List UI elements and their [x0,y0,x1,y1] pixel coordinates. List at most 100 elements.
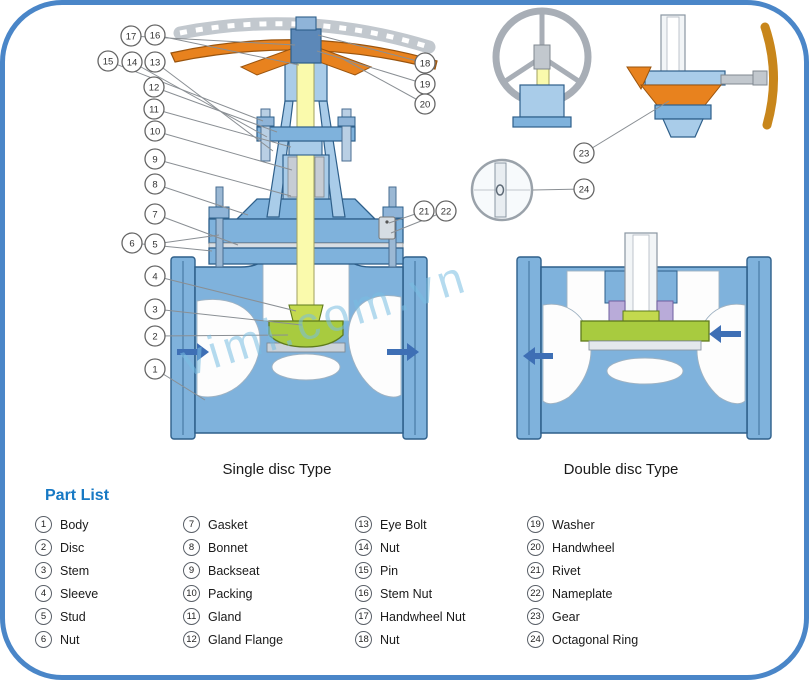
callout-circle [121,51,143,73]
callout-circle [413,200,435,222]
callout-circle [121,232,143,254]
side-hub [752,70,768,86]
callout-circle [414,52,436,74]
callout-circle [435,200,457,222]
leader-line [153,86,278,133]
flange-edge [494,162,507,218]
part-list-item: 22 Nameplate [527,582,787,605]
part-number-badge: 18 [355,631,372,648]
part-number-badge: 7 [183,516,200,533]
part-number-badge: 22 [527,585,544,602]
packing [314,156,325,198]
eye-bolt [260,108,271,162]
outlet-passage [347,295,402,398]
stud-nut [208,206,230,219]
gear-housing [644,70,726,86]
callout-circle [144,233,166,255]
callout-circle [414,93,436,115]
gland-flange [256,126,356,142]
leader-line [342,58,426,105]
stud-nut [382,206,404,219]
guide-wall [656,270,678,304]
callout-number: 15 [103,56,114,67]
caption-single-disc: Single disc Type [222,461,332,478]
eye-bolt-nut [337,116,356,127]
part-number-badge: 5 [35,608,52,625]
sleeve [288,304,324,322]
callout-number: 24 [579,184,590,195]
part-list-item: 13 Eye Bolt [355,513,527,536]
stem-column-core [632,234,650,322]
double-disc-valve-drawing [516,232,772,440]
callout-circle [573,142,595,164]
inlet-passage [196,299,261,398]
callout-number: 18 [420,58,431,69]
callout-number: 11 [149,104,159,115]
callout-circle [144,358,166,380]
callout-circle [144,325,166,347]
flow-arrow [177,343,209,361]
rivet [385,220,389,224]
handwheel-front-drawing [492,7,592,128]
part-label: Rivet [552,563,581,578]
callout-number: 8 [152,179,157,190]
part-label: Stem [60,563,90,578]
part-label: Octagonal Ring [552,632,639,647]
part-list-item: 24 Octagonal Ring [527,628,787,651]
part-label: Gland Flange [208,632,284,647]
part-number-badge: 15 [355,562,372,579]
part-list-item: 21 Rivet [527,559,787,582]
gear [626,66,652,91]
part-label: Bonnet [208,540,248,555]
hub [533,44,551,70]
callout-number: 17 [126,31,137,42]
part-number-badge: 24 [527,631,544,648]
part-number-badge: 21 [527,562,544,579]
nameplate [378,216,396,240]
part-label: Stem Nut [380,586,433,601]
guide-wall [604,270,626,304]
bonnet-section [654,104,712,120]
disc-holder [622,310,660,322]
part-number-badge: 19 [527,516,544,533]
eye-bolt [341,108,352,162]
callout-number: 21 [419,206,430,217]
part-label: Eye Bolt [380,517,427,532]
part-number-badge: 13 [355,516,372,533]
handwheel-nut [295,16,317,31]
callout-circle [144,24,166,46]
part-label: Nameplate [552,586,613,601]
octagonal-ring [495,184,505,196]
part-label: Backseat [208,563,260,578]
gland [288,140,323,156]
callout-number: 9 [152,154,157,165]
leader-line [154,275,297,312]
gear [639,84,723,106]
leader-line [154,334,289,337]
flow-arrow [523,347,553,365]
callout-circle [144,120,166,142]
leader-line [154,234,220,245]
part-number-badge: 10 [183,585,200,602]
part-label: Sleeve [60,586,99,601]
part-number-badge: 1 [35,516,52,533]
callout-number: 6 [129,238,134,249]
callout-number: 19 [420,79,431,90]
stem-column-core [666,16,680,72]
flange-section [512,116,572,128]
part-number-badge: 3 [35,562,52,579]
part-label: Gasket [208,517,248,532]
part-number-badge: 20 [527,539,544,556]
